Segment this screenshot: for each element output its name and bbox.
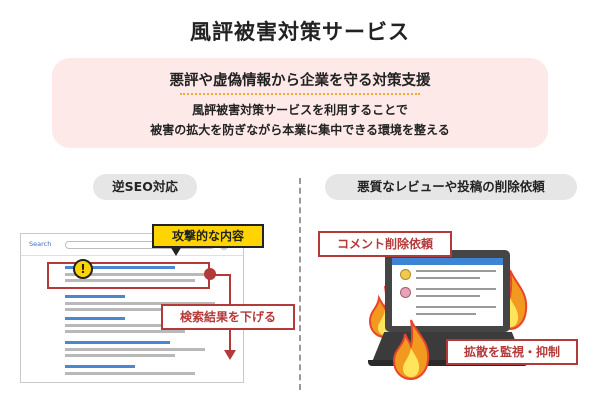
removal-request-pill: 悪質なレビューや投稿の削除依頼 (325, 174, 577, 200)
connector-dot (204, 268, 216, 280)
comment-removal-label: コメント削除依頼 (318, 231, 452, 257)
warning-icon: ! (73, 259, 93, 279)
result-snippet-bar (65, 302, 215, 305)
hero-panel: 悪評や虚偽情報から企業を守る対策支援 風評被害対策サービスを利用することで 被害… (52, 58, 548, 148)
down-arrow-icon (224, 350, 236, 360)
result-title-bar (65, 341, 170, 344)
reverse-seo-pill: 逆SEO対応 (93, 174, 197, 200)
harmful-result-highlight (47, 262, 210, 289)
callout-pointer (170, 246, 182, 256)
user-avatar-icon (400, 287, 411, 298)
comment-line (416, 288, 496, 290)
result-title-bar (65, 317, 125, 320)
comment-line (416, 306, 496, 308)
hero-description: 風評被害対策サービスを利用することで 被害の拡大を防ぎながら本業に集中できる環境… (52, 100, 548, 140)
spread-monitoring-label: 拡散を監視・抑制 (446, 339, 578, 365)
result-snippet-bar (65, 324, 215, 327)
result-title-bar (65, 266, 175, 269)
header-divider (21, 255, 243, 256)
search-logo: Search (29, 240, 52, 248)
user-avatar-icon (400, 269, 411, 280)
comment-line (416, 295, 480, 297)
comment-line (416, 313, 476, 315)
hero-body-line-1: 風評被害対策サービスを利用することで (192, 103, 408, 117)
flame-icon (392, 319, 430, 380)
result-snippet-bar (65, 330, 185, 333)
hero-headline: 悪評や虚偽情報から企業を守る対策支援 (169, 73, 431, 89)
result-snippet-bar (65, 372, 195, 375)
result-title-bar (65, 365, 135, 368)
lower-results-label: 検索結果を下げる (161, 304, 295, 330)
section-divider (299, 178, 301, 390)
result-snippet-bar (65, 273, 215, 276)
result-snippet-bar (65, 279, 195, 282)
result-title-bar (65, 295, 125, 298)
connector-line (210, 274, 230, 276)
page-title: 風評被害対策サービス (190, 20, 410, 44)
hero-body-line-2: 被害の拡大を防ぎながら本業に集中できる環境を整える (150, 123, 450, 137)
laptop-display-header (392, 258, 503, 265)
comment-line (416, 270, 496, 272)
hero-dotted-underline (180, 93, 420, 95)
result-snippet-bar (65, 354, 175, 357)
result-snippet-bar (65, 308, 185, 311)
offensive-content-callout: 攻撃的な内容 (152, 224, 264, 248)
comment-line (416, 277, 480, 279)
result-snippet-bar (65, 348, 205, 351)
